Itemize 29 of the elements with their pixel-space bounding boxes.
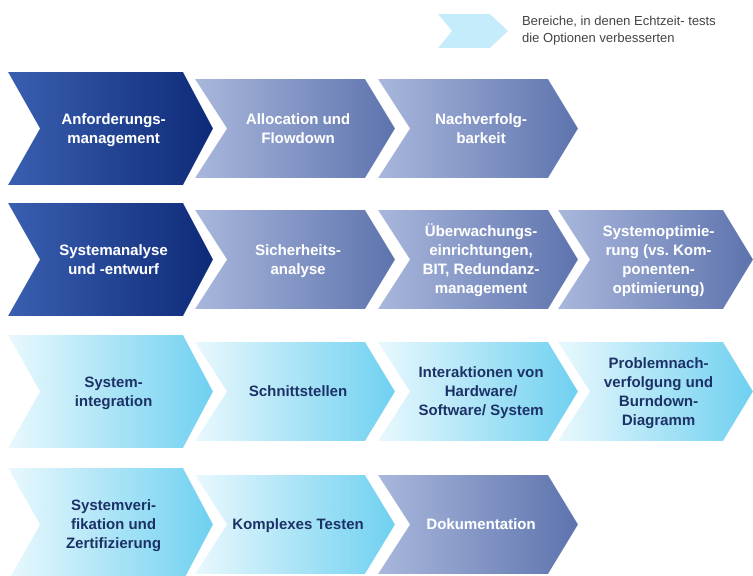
chevron-label: Allocation und Flowdown	[244, 110, 352, 148]
chevron-label: Systemveri- fikation und Zertifizierung	[64, 496, 162, 553]
process-step	[8, 203, 213, 316]
chevron-label: System- integration	[74, 372, 154, 410]
chevron-label: Problemnach- verfolgung und Burndown- Diagramm	[602, 354, 714, 430]
process-step	[378, 79, 578, 178]
process-step	[195, 210, 395, 309]
chevron-label: Systemoptimie- rung (vs. Kom- ponenten- optimierung)	[602, 222, 716, 298]
process-step	[378, 475, 578, 574]
chevron-label: Dokumentation	[426, 515, 536, 534]
process-step	[8, 335, 213, 448]
process-step	[195, 342, 395, 441]
legend-text: Bereiche, in denen Echtzeit- tests die Optionen verbesserten	[522, 12, 717, 46]
chevron-label: Komplexes Testen	[232, 515, 364, 534]
process-step	[8, 72, 213, 185]
process-step	[558, 210, 753, 309]
process-step	[8, 468, 213, 576]
process-step	[195, 475, 395, 574]
chevron-label: Schnittstellen	[248, 382, 348, 401]
process-step	[378, 210, 578, 309]
process-step	[378, 342, 578, 441]
process-step	[558, 342, 753, 441]
chevron-label: Sicherheits- analyse	[254, 240, 342, 278]
chevron-label: Systemanalyse und -entwurf	[58, 240, 169, 278]
chevron-label: Anforderungs- management	[60, 110, 167, 148]
chevron-label: Interaktionen von Hardware/ Software/ System	[417, 363, 545, 420]
process-step	[195, 79, 395, 178]
chevron-label: Überwachungs- einrichtungen, BIT, Redundanz- management	[422, 222, 540, 298]
chevron-label: Nachverfolg- barkeit	[434, 110, 528, 148]
